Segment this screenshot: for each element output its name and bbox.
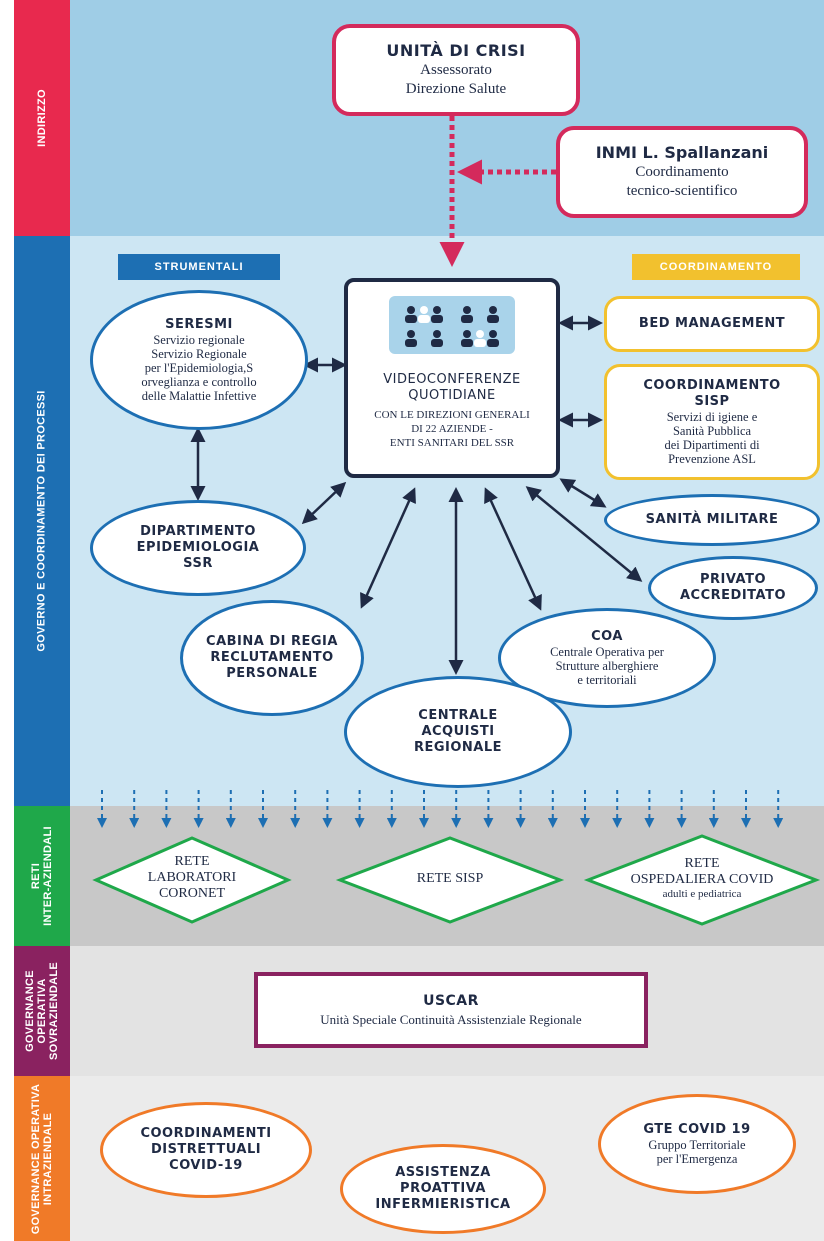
gte-line1: Gruppo Territoriale <box>648 1138 746 1152</box>
rete-osp-sub: adulti e pediatrica <box>662 888 742 900</box>
down-arrows-row <box>97 790 784 828</box>
tag-coordinamento: COORDINAMENTO <box>632 254 800 280</box>
unita-crisi-title: UNITÀ DI CRISI <box>386 41 526 60</box>
rete-sisp-title: RETE SISP <box>416 871 484 886</box>
uscar-title: USCAR <box>423 993 479 1009</box>
seresmi-oval: SERESMI Servizio regionale Servizio Regi… <box>90 290 308 430</box>
inmi-line1: Coordinamento <box>635 164 729 180</box>
videoconf-line3: ENTI SANITARI DEL SSR <box>389 437 515 449</box>
rete-lab-line1: RETE <box>174 854 210 869</box>
centrale-acquisti-oval: CENTRALE ACQUISTI REGIONALE <box>344 676 572 788</box>
centrale-line3: REGIONALE <box>413 740 503 755</box>
arrow-militare <box>559 478 607 508</box>
coa-line2: Strutture alberghiere <box>555 659 659 673</box>
coord-distr-line2: DISTRETTUALI <box>150 1142 262 1157</box>
coord-sisp-line1: Servizi di igiene e <box>666 410 758 424</box>
privato-oval: PRIVATO ACCREDITATO <box>648 556 818 620</box>
seresmi-line2: Servizio Regionale <box>151 347 247 361</box>
rete-lab-line2: LABORATORI <box>147 870 237 885</box>
coord-distr-line3: COVID-19 <box>169 1158 243 1173</box>
cabina-line3: PERSONALE <box>226 666 318 681</box>
uscar-sub: Unità Speciale Continuità Assistenziale … <box>320 1012 582 1027</box>
assistenza-proattiva-oval: ASSISTENZA PROATTIVA INFERMIERISTICA <box>340 1144 546 1234</box>
cabina-regia-oval: CABINA DI REGIA RECLUTAMENTO PERSONALE <box>180 600 364 716</box>
arrow-cabina <box>360 487 416 609</box>
coa-line3: e territoriali <box>577 673 637 687</box>
tag-strumentali: STRUMENTALI <box>118 254 280 280</box>
coa-title: COA <box>591 629 623 644</box>
privato-line1: PRIVATO <box>699 572 767 587</box>
rete-lab-line3: CORONET <box>158 886 226 901</box>
seresmi-line4: orveglianza e controllo <box>141 375 257 389</box>
assistenza-line1: ASSISTENZA <box>395 1165 491 1180</box>
videoconf-title2: QUOTIDIANE <box>408 388 496 403</box>
arrow-dip <box>301 481 347 525</box>
coord-sisp-line3: dei Dipartimenti di <box>664 438 760 452</box>
bed-management-box: BED MANAGEMENT <box>604 296 820 352</box>
seresmi-line5: delle Malattie Infettive <box>141 389 257 403</box>
coord-sisp-line4: Prevenzione ASL <box>668 452 756 466</box>
rete-osp-text: RETE OSPEDALIERA COVID adulti e pediatri… <box>604 856 800 901</box>
side-label-indirizzo: INDIRIZZO <box>14 0 70 236</box>
videoconf-title1: VIDEOCONFERENZE <box>383 372 521 387</box>
bed-management-title: BED MANAGEMENT <box>638 316 786 331</box>
people-grid-svg <box>405 306 499 347</box>
rete-osp-line2: OSPEDALIERA COVID <box>630 872 774 887</box>
coord-distrettuali-oval: COORDINAMENTI DISTRETTUALI COVID-19 <box>100 1102 312 1198</box>
coord-sisp-box: COORDINAMENTO SISP Servizi di igiene e S… <box>604 364 820 480</box>
seresmi-line3: per l'Epidemiologia,S <box>144 361 254 375</box>
inmi-title: INMI L. Spallanzani <box>595 143 769 162</box>
inmi-line2: tecnico-scientifico <box>626 183 738 199</box>
rete-sisp-text: RETE SISP <box>360 871 540 887</box>
cabina-line2: RECLUTAMENTO <box>210 650 334 665</box>
dip-epi-line1: DIPARTIMENTO <box>140 524 256 539</box>
coord-sisp-title2: SISP <box>694 394 730 409</box>
gte-covid-oval: GTE COVID 19 Gruppo Territoriale per l'E… <box>598 1094 796 1194</box>
coa-line1: Centrale Operativa per <box>550 645 664 659</box>
arrow-privato <box>525 486 643 582</box>
dip-epi-oval: DIPARTIMENTO EPIDEMIOLOGIA SSR <box>90 500 306 596</box>
videoconf-box: VIDEOCONFERENZE QUOTIDIANE CON LE DIREZI… <box>344 278 560 478</box>
inmi-box: INMI L. Spallanzani Coordinamento tecnic… <box>556 126 808 218</box>
side-label-governo: GOVERNO E COORDINAMENTO DEI PROCESSI <box>14 236 70 806</box>
sanita-militare-title: SANITÀ MILITARE <box>645 512 779 527</box>
centrale-line1: CENTRALE <box>418 708 498 723</box>
seresmi-title: SERESMI <box>165 317 233 332</box>
seresmi-line1: Servizio regionale <box>153 333 245 347</box>
unita-crisi-line1: Assessorato <box>420 62 492 78</box>
videoconf-line2: DI 22 AZIENDE - <box>411 423 493 435</box>
dip-epi-line3: SSR <box>183 556 213 571</box>
uscar-box: USCAR Unità Speciale Continuità Assisten… <box>254 972 648 1048</box>
coord-distr-line1: COORDINAMENTI <box>140 1126 272 1141</box>
sanita-militare-oval: SANITÀ MILITARE <box>604 494 820 546</box>
people-grid-icon <box>389 296 515 354</box>
assistenza-line3: INFERMIERISTICA <box>375 1197 511 1212</box>
unita-crisi-line2: Direzione Salute <box>405 81 507 97</box>
assistenza-line2: PROATTIVA <box>400 1181 486 1196</box>
cabina-line1: CABINA DI REGIA <box>206 634 338 649</box>
privato-line2: ACCREDITATO <box>680 588 786 603</box>
unita-crisi-box: UNITÀ DI CRISI Assessorato Direzione Sal… <box>332 24 580 116</box>
coord-sisp-title1: COORDINAMENTO <box>643 378 781 393</box>
rete-lab-text: RETE LABORATORI CORONET <box>112 854 272 902</box>
coord-sisp-line2: Sanità Pubblica <box>672 424 752 438</box>
centrale-line2: ACQUISTI <box>421 724 495 739</box>
gte-title: GTE COVID 19 <box>643 1122 751 1137</box>
dip-epi-line2: EPIDEMIOLOGIA <box>136 540 260 555</box>
arrow-coa <box>484 487 542 611</box>
gte-line2: per l'Emergenza <box>656 1152 738 1166</box>
videoconf-line1: CON LE DIREZIONI GENERALI <box>374 409 530 421</box>
rete-osp-line1: RETE <box>684 856 720 871</box>
